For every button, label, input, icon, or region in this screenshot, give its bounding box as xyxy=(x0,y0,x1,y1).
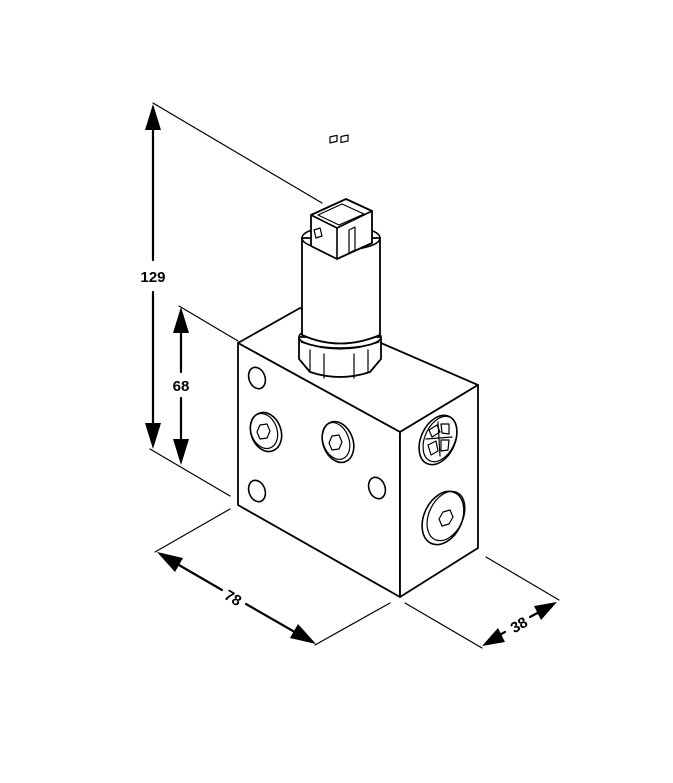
arrowhead-78-right xyxy=(290,624,316,644)
dimension-38: 38 xyxy=(404,556,560,649)
dimension-68: 68 xyxy=(173,305,239,465)
arrowhead-38-left xyxy=(482,628,505,646)
extension-line-38-left xyxy=(404,602,483,649)
hex-socket-plug-2 xyxy=(321,420,355,464)
arrowhead-68-bottom xyxy=(173,439,189,465)
mounting-hole-bottom-left xyxy=(247,479,267,503)
hex-socket-plug-3 xyxy=(421,490,466,546)
connector-latch xyxy=(348,226,356,254)
extension-line-129-top xyxy=(152,102,323,204)
connector xyxy=(310,134,373,260)
dimension-line-78-left xyxy=(170,559,224,592)
adjuster-cap xyxy=(418,414,458,466)
arrowhead-78-left xyxy=(157,552,183,572)
dimension-label-68: 68 xyxy=(173,378,190,395)
extension-line-78-left xyxy=(154,508,231,553)
mounting-hole-top-left xyxy=(247,366,267,390)
dimension-label-78: 78 xyxy=(221,587,244,610)
arrowhead-68-top xyxy=(173,307,189,333)
coil-body xyxy=(301,237,381,345)
connector-body xyxy=(310,198,373,260)
arrowhead-129-bottom xyxy=(145,423,161,449)
hex-socket-icon xyxy=(438,509,454,527)
connector-socket xyxy=(317,203,365,226)
extension-line-68-top xyxy=(178,305,239,342)
mounting-hole-bottom-right xyxy=(367,476,387,500)
hex-socket-icon xyxy=(256,423,271,440)
dimension-129: 129 xyxy=(140,102,323,497)
hex-socket-plug-1 xyxy=(249,411,283,453)
block-side-face xyxy=(399,384,479,598)
hex-socket-icon xyxy=(328,434,343,451)
dimension-78: 78 xyxy=(154,508,391,646)
arrowhead-129-top xyxy=(145,104,161,130)
extension-line-129-bottom xyxy=(149,448,231,497)
connector-pin-1 xyxy=(329,134,338,144)
dimension-label-129: 129 xyxy=(140,269,165,286)
arrowhead-38-right xyxy=(534,602,557,620)
extension-line-38-right xyxy=(485,556,560,601)
solenoid-coil xyxy=(298,134,382,379)
dimension-line-78-right xyxy=(244,602,302,637)
dimension-label-38: 38 xyxy=(508,614,531,637)
connector-key xyxy=(313,227,323,239)
extension-line-78-right xyxy=(314,602,391,646)
connector-pin-2 xyxy=(340,134,349,144)
